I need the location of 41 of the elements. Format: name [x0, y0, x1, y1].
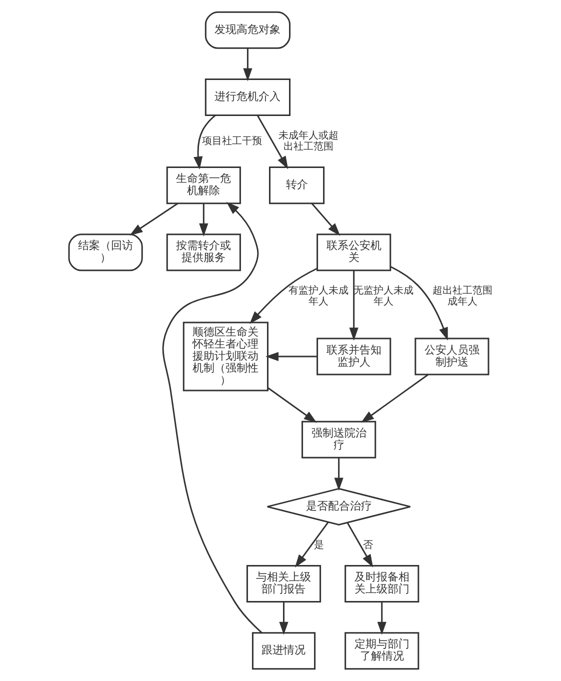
edge-label: 项目社工干预 [202, 136, 262, 147]
edge-label: 无监护人未成年人 [353, 285, 414, 308]
node-box: 生命第一危机解除 [166, 166, 241, 204]
arrow [346, 522, 374, 568]
node-box: 联系公安机关 [316, 234, 392, 272]
arrow [294, 522, 329, 568]
edge-label: 有监护人未成年人 [288, 285, 348, 308]
arrow [349, 270, 358, 341]
arrow [267, 387, 317, 423]
node-box: 进行危机介入 [204, 78, 290, 116]
node-diamond: 是否配合治疗 [266, 488, 412, 526]
arrow [243, 48, 252, 82]
edge-label: 未成年人或超出社工范围 [278, 130, 338, 152]
node-box: 公安人员强制护送 [414, 338, 490, 376]
node-box: 定期与部门了解情况 [344, 632, 420, 670]
arrow [130, 202, 178, 236]
arrow [257, 115, 288, 170]
arrow [390, 266, 448, 340]
arrow [250, 268, 318, 324]
edge-label: 否 [362, 540, 373, 551]
arrow [194, 114, 216, 170]
node-box: 发现高危对象 [204, 11, 290, 49]
edge-label: 超出社工范围成年人 [432, 285, 492, 308]
arrow [334, 458, 344, 491]
arrow [162, 202, 262, 634]
arrow [279, 602, 288, 635]
node-box: 联系并告知监护人 [316, 338, 392, 376]
node-box: 与相关上级部门报告 [246, 565, 322, 603]
edge-label: 是 [314, 540, 324, 551]
node-box: 转介 [269, 166, 325, 204]
node-box: 结案（回访） [68, 234, 143, 272]
arrow [360, 374, 428, 423]
arrow [199, 203, 208, 236]
node-box: 跟进情况 [252, 632, 316, 670]
node-box: 及时报备相关上级部门 [344, 565, 420, 603]
node-box: 顺德区生命关怀轻生者心理援助计划联动机制（强制性） [182, 322, 268, 392]
arrow [311, 202, 340, 236]
node-box: 强制送院治疗 [302, 420, 376, 458]
node-box: 按需转介或提供服务 [166, 234, 241, 272]
arrow [377, 602, 386, 635]
arrow [265, 352, 318, 362]
